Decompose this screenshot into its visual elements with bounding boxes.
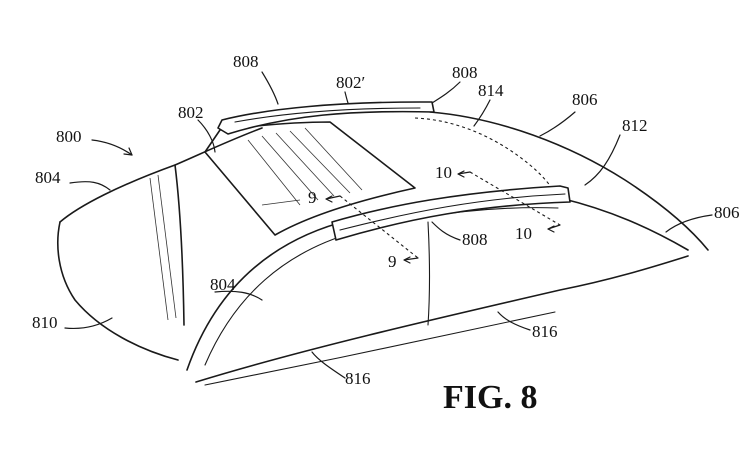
label-816-bottom: 816	[345, 369, 371, 388]
front-roof-rail	[331, 185, 571, 241]
door-divider	[427, 221, 431, 326]
label-9-upper: 9	[308, 188, 317, 207]
label-806-top: 806	[572, 90, 598, 109]
side-sill-line	[195, 255, 689, 383]
label-802: 802	[178, 103, 204, 122]
label-9-lower: 9	[388, 252, 397, 271]
roof-front-edge	[59, 127, 263, 223]
roof-rear-outer-curve	[429, 111, 709, 251]
label-10-lower: 10	[515, 224, 532, 243]
rear-roof-rail	[217, 101, 435, 135]
label-806-right: 806	[714, 203, 740, 222]
front-pillar	[174, 164, 185, 326]
label-808-mid: 808	[462, 230, 488, 249]
label-804-top: 804	[35, 168, 61, 187]
lower-body-line	[204, 311, 556, 386]
vehicle-body	[57, 111, 709, 386]
label-800: 800	[56, 127, 82, 146]
arrow-800-head	[123, 147, 133, 156]
label-814: 814	[478, 81, 504, 100]
label-10-upper: 10	[435, 163, 452, 182]
roof-rear-inner-curve	[559, 197, 689, 251]
label-808-top-right: 808	[452, 63, 478, 82]
reference-labels: 808 802′ 808 814 806 812 800 802 804 806…	[32, 52, 740, 388]
label-802-prime: 802′	[336, 73, 365, 92]
leader-lines	[64, 71, 713, 379]
door-arch-inner	[204, 207, 559, 366]
label-804-mid: 804	[210, 275, 236, 294]
roof-rails	[217, 101, 571, 241]
label-816-right: 816	[532, 322, 558, 341]
hidden-rail-line	[414, 117, 559, 201]
label-810: 810	[32, 313, 58, 332]
label-808-left: 808	[233, 52, 259, 71]
figure-caption: FIG. 8	[443, 379, 537, 416]
front-bumper-curve	[57, 221, 179, 361]
section-indicators	[325, 170, 561, 264]
label-812: 812	[622, 116, 648, 135]
